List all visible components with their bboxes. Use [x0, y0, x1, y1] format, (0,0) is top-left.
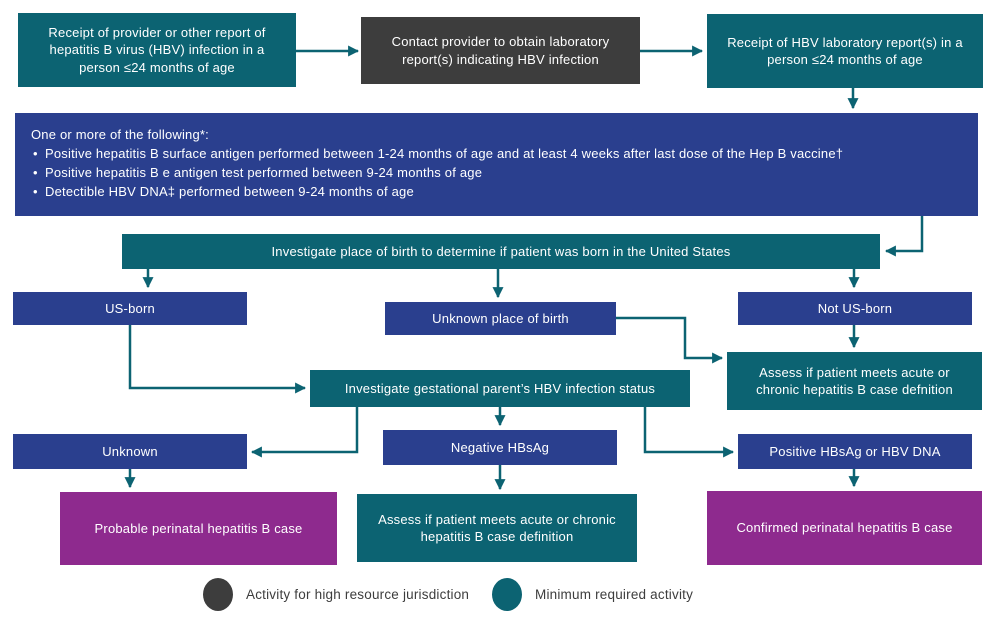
criteria-bullet: Detectible HBV DNA‡ performed between 9-…	[31, 182, 843, 201]
node-assess-case-definition-center: Assess if patient meets acute or chronic…	[357, 494, 637, 562]
node-lab-criteria: One or more of the following*: Positive …	[15, 113, 978, 216]
node-label: Probable perinatal hepatitis B case	[94, 520, 303, 536]
node-assess-case-definition-right: Assess if patient meets acute or chronic…	[727, 352, 982, 410]
node-us-born: US-born	[13, 292, 247, 325]
node-receipt-provider-report: Receipt of provider or other report of h…	[18, 13, 296, 87]
connector-usborn-to-parentstatus	[128, 325, 307, 394]
node-label: Negative HBsAg	[450, 439, 550, 455]
node-contact-provider: Contact provider to obtain laboratory re…	[361, 17, 640, 84]
legend-label: Activity for high resource jurisdiction	[246, 587, 470, 602]
node-investigate-birthplace: Investigate place of birth to determine …	[122, 234, 880, 269]
node-label: Assess if patient meets acute or chronic…	[756, 364, 953, 397]
node-label: Receipt of HBV laboratory report(s) in a…	[727, 34, 963, 67]
node-negative-hbsag: Negative HBsAg	[383, 430, 617, 465]
node-unknown-status: Unknown	[13, 434, 247, 469]
node-not-us-born: Not US-born	[738, 292, 972, 325]
node-label: Positive HBsAg or HBV DNA	[769, 443, 941, 459]
node-confirmed-case: Confirmed perinatal hepatitis B case	[707, 491, 982, 565]
node-positive-hbsag: Positive HBsAg or HBV DNA	[738, 434, 972, 469]
legend-high-resource: Activity for high resource jurisdiction	[203, 578, 469, 611]
connector-parentstatus-to-unknown	[250, 407, 359, 458]
criteria-list: Positive hepatitis B surface antigen per…	[31, 144, 843, 201]
node-label: Investigate place of birth to determine …	[271, 243, 731, 259]
legend-label: Minimum required activity	[535, 587, 694, 602]
node-investigate-gestational-parent: Investigate gestational parent’s HBV inf…	[310, 370, 690, 407]
connector-unknownplace-to-assess	[616, 316, 724, 364]
node-label: Unknown	[102, 443, 158, 459]
criteria-bullet: Positive hepatitis B e antigen test perf…	[31, 163, 843, 182]
node-label: Receipt of provider or other report of h…	[48, 25, 266, 75]
node-unknown-birthplace: Unknown place of birth	[385, 302, 616, 335]
criteria-bullet: Positive hepatitis B surface antigen per…	[31, 144, 843, 163]
node-label: Contact provider to obtain laboratory re…	[391, 34, 610, 67]
node-probable-case: Probable perinatal hepatitis B case	[60, 492, 337, 565]
node-label: Confirmed perinatal hepatitis B case	[736, 520, 953, 536]
legend-minimum-required: Minimum required activity	[492, 578, 693, 611]
minimum-required-swatch-icon	[492, 578, 522, 611]
node-label: Investigate gestational parent’s HBV inf…	[344, 380, 656, 396]
node-label: US-born	[105, 300, 155, 316]
node-receipt-lab-report: Receipt of HBV laboratory report(s) in a…	[707, 14, 983, 88]
node-label: Unknown place of birth	[432, 310, 569, 326]
connector-criteria-to-birthplace	[884, 216, 924, 257]
node-label: Assess if patient meets acute or chronic…	[378, 511, 616, 544]
high-resource-swatch-icon	[203, 578, 233, 611]
criteria-intro: One or more of the following*:	[31, 127, 209, 142]
node-label: Not US-born	[817, 300, 893, 316]
connector-parentstatus-to-positive	[643, 407, 735, 458]
